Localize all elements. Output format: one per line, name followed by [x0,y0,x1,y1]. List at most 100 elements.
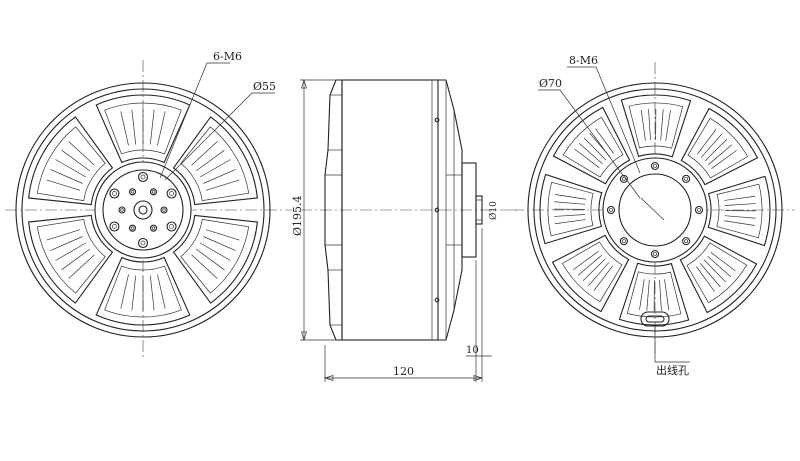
rear-fin [646,279,650,311]
front-window-inner [36,126,106,202]
rear-fin [708,144,733,165]
rear-window-inner [687,117,749,179]
rear-window [620,94,692,158]
front-window [28,214,114,304]
rear-bolt-hole [682,174,691,183]
front-fin [131,109,137,145]
front-fin [199,159,231,178]
front-spokes [28,94,258,326]
rear-window-inner [547,181,594,237]
front-pin-hole [160,206,168,214]
rear-window [618,262,690,326]
front-window [95,256,191,326]
front-window [28,116,114,206]
rear-fin [583,137,607,161]
rear-window-inner [628,102,684,149]
rear-fin [707,255,732,277]
front-bolt-hole-inner [112,191,117,196]
rear-fin [555,194,586,200]
shaft-diameter-dimension: Ø10 [488,201,499,220]
front-fin [205,179,240,191]
rear-bolt-hole [619,237,628,246]
front-diameter-callout: Ø55 [253,80,276,93]
length-dimension: 120 [393,365,414,378]
front-fin [61,248,91,271]
rear-window [539,173,603,245]
rear-fin [724,203,756,206]
front-bolt-hole-inner [169,224,174,229]
front-bolt-hole-inner [140,174,146,180]
rear-fin [724,220,755,226]
front-pin-hole-inner [162,208,166,212]
rear-fin [659,279,662,311]
cable-hole-callout: 出线孔 [656,363,689,377]
rear-fin [696,266,715,292]
front-fin [46,229,81,241]
rear-fin [648,109,651,141]
rear-fin [700,133,722,158]
rear-bolt-hole-inner [653,164,657,168]
rear-bolt-hole-inner [609,208,613,212]
rear-view [512,62,795,363]
front-pin-hole-inner [151,226,156,230]
front-pin-hole [128,188,137,196]
front-window-inner [104,102,182,155]
front-fin [68,254,95,279]
front-fin [203,236,236,251]
rear-fin [593,265,613,291]
rear-fin [700,263,721,288]
rear-window-inner [716,183,763,239]
front-bolt-hole [137,237,149,249]
front-fin [46,179,81,191]
rear-window-inner [562,116,624,178]
motor-can [341,79,439,341]
front-fin [157,274,166,309]
front-fin [191,254,218,279]
rear-bolt-hole [619,174,628,183]
front-view [5,60,292,360]
rear-fin [660,109,664,141]
rear-window-inner [626,271,682,318]
rear-fin [724,215,756,219]
side-view [300,78,520,382]
front-pin-hole-inner [151,190,156,194]
front-fin [50,236,83,251]
front-bolt-hole-inner [169,191,174,196]
front-pin-hole-inner [130,226,135,230]
rear-window [551,234,630,313]
rear-fin [574,148,600,168]
rear-fin [704,138,728,162]
front-fin [195,248,225,271]
shaft-length-dimension: 10 [466,345,479,356]
rear-fin [640,109,646,141]
front-fin [68,141,95,166]
rear-fin [578,143,603,165]
rear-window [680,107,759,186]
front-fin [199,242,231,261]
rear-fin [573,251,599,270]
rear-bolt-hole-inner [684,176,689,181]
front-pin-hole-inner [130,190,135,194]
front-fin [191,141,218,166]
front-fin [149,275,155,311]
rear-window-inner [561,241,623,303]
front-window-inner [36,218,106,294]
rear-bolt-hole [682,237,691,246]
rear-spokes [539,94,771,326]
front-window [172,214,258,304]
rear-hub [602,157,708,263]
shaft [475,195,483,225]
rear-fin [639,279,645,310]
rear-fin [710,252,736,272]
front-fin [149,109,155,145]
rear-fin [711,150,737,169]
rear-fin [595,128,614,154]
front-window [95,94,191,164]
rear-fin [703,259,727,283]
front-pin-hole-inner [120,208,124,212]
front-bolt-hole-inner [140,240,146,246]
front-bolt-hole [109,221,120,232]
rear-fin [697,129,717,155]
front-bolt-hole [109,188,120,199]
rear-bolt-hole-inner [653,252,657,256]
